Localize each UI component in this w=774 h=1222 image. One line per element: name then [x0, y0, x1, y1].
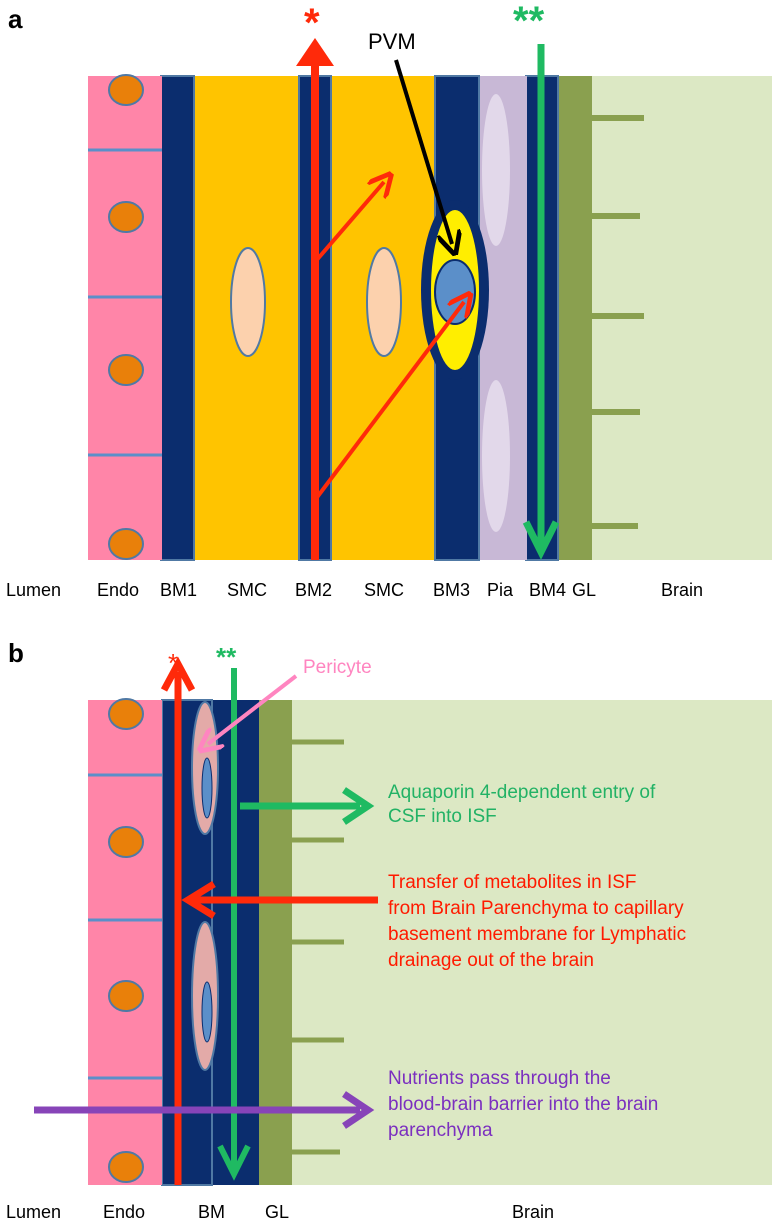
- glia-limitans: [258, 700, 292, 1185]
- star-double: **: [513, 0, 545, 43]
- pericyte-pointer-arrow: [208, 674, 298, 744]
- nutrient-note: Nutrients pass through the blood-brain b…: [388, 1068, 658, 1141]
- drainage-arrow-head: [160, 656, 196, 692]
- endothelial-cell-borders: [88, 773, 162, 1080]
- panel-a-layer-labels: Lumen Endo BM1 SMC BM2 SMC BM3 Pia BM4 G…: [6, 580, 703, 600]
- glia-limitans: [557, 76, 592, 560]
- metabolite-note: Transfer of metabolites in ISF from Brai…: [388, 872, 686, 971]
- smc-nucleus: [366, 247, 402, 357]
- smc-nucleus: [230, 247, 266, 357]
- panel-b-letter: b: [8, 638, 24, 668]
- layer-label: BM1: [160, 580, 197, 600]
- star-single: *: [168, 648, 178, 678]
- layer-label: Lumen: [6, 580, 61, 600]
- pericyte-nucleus: [201, 757, 213, 819]
- note-line: from Brain Parenchyma to capillary: [388, 898, 684, 919]
- layer-label: Brain: [512, 1202, 554, 1222]
- pericyte-label: Pericyte: [303, 657, 372, 678]
- aquaporin-arrow-head: [342, 787, 375, 825]
- layer-label: GL: [572, 580, 596, 600]
- note-line: basement membrane for Lymphatic: [388, 924, 686, 945]
- bm1-layer: [160, 75, 195, 561]
- brain-region: [290, 700, 772, 1185]
- glial-processes: [290, 739, 344, 1155]
- endothelium-layer: [88, 700, 162, 1185]
- pia-cell: [482, 94, 510, 246]
- star-double: **: [216, 642, 237, 672]
- note-line: Aquaporin 4-dependent entry of: [388, 782, 656, 803]
- layer-label: Endo: [103, 1202, 145, 1222]
- endothelial-nuclei: [108, 74, 144, 560]
- drainage-arrow-to-smc: [313, 182, 384, 264]
- layer-label: SMC: [227, 580, 267, 600]
- drainage-arrow-to-pvm: [313, 302, 464, 502]
- pvm-pointer-arrow: [394, 59, 452, 244]
- panel-a-letter: a: [8, 4, 23, 34]
- panel-b-layer-labels: Lumen Endo BM GL Brain: [6, 1202, 554, 1222]
- layer-label: BM3: [433, 580, 470, 600]
- note-line: drainage out of the brain: [388, 950, 594, 971]
- pia-cell: [482, 380, 510, 532]
- pericyte-nucleus: [201, 981, 213, 1043]
- note-line: parenchyma: [388, 1120, 493, 1141]
- layer-label: Lumen: [6, 1202, 61, 1222]
- panel-a: a: [6, 0, 772, 600]
- layer-label: Pia: [487, 580, 514, 600]
- endothelial-cell-borders: [88, 148, 162, 457]
- metabolite-arrow-head: [181, 881, 216, 919]
- aquaporin-note: Aquaporin 4-dependent entry of CSF into …: [388, 782, 656, 827]
- layer-label: GL: [265, 1202, 289, 1222]
- star-single: *: [304, 1, 320, 45]
- glial-processes: [590, 115, 644, 529]
- nutrient-arrow-head: [342, 1091, 375, 1129]
- layer-label: BM4: [529, 580, 566, 600]
- endothelium-layer: [88, 76, 162, 560]
- note-line: Nutrients pass through the: [388, 1068, 611, 1089]
- layer-label: BM: [198, 1202, 225, 1222]
- note-line: CSF into ISF: [388, 806, 497, 827]
- note-line: Transfer of metabolites in ISF: [388, 872, 637, 893]
- layer-label: BM2: [295, 580, 332, 600]
- csf-inflow-arrow-head: [217, 1144, 251, 1181]
- drainage-arrow-head: [296, 38, 334, 66]
- endothelial-nuclei: [108, 698, 144, 1183]
- note-line: blood-brain barrier into the brain: [388, 1094, 658, 1115]
- panel-b: b: [6, 638, 772, 1222]
- layer-label: Endo: [97, 580, 139, 600]
- pvm-label: PVM: [368, 29, 416, 54]
- csf-inflow-arrow-head: [522, 520, 560, 560]
- layer-label: SMC: [364, 580, 404, 600]
- layer-label: Brain: [661, 580, 703, 600]
